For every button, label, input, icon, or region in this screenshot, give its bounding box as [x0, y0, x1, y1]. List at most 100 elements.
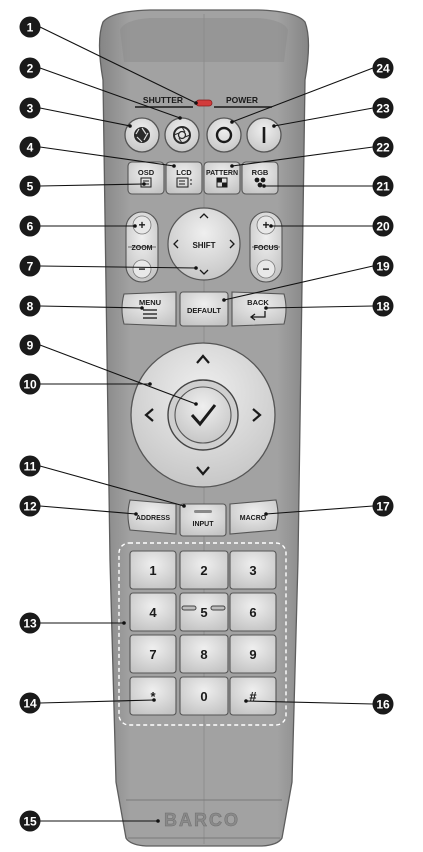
zoom-rocker: + ZOOM − — [125, 211, 159, 283]
keypad-key-8[interactable]: 8 — [179, 634, 229, 674]
callout-number: 22 — [376, 140, 390, 154]
callout-dots — [122, 101, 276, 823]
rgb-button[interactable]: RGB — [241, 161, 279, 195]
macro-label: MACRO — [240, 515, 267, 522]
callout-23: 23 — [372, 97, 394, 119]
numeric-keypad: 1 2 3 4 5 6 7 8 9 * 0 # — [129, 550, 277, 716]
callout-number: 4 — [27, 140, 34, 154]
callout-2: 2 — [19, 57, 41, 79]
callout-19: 19 — [372, 255, 394, 277]
focus-minus-button[interactable] — [256, 259, 276, 279]
back-button[interactable]: BACK — [231, 291, 287, 327]
callout-number: 18 — [376, 299, 390, 313]
keypad-key-label: 0 — [200, 689, 207, 704]
callout-number: 23 — [376, 101, 390, 115]
keypad-key-7[interactable]: 7 — [129, 634, 177, 674]
callout-9: 9 — [19, 334, 41, 356]
callout-21: 21 — [372, 175, 394, 197]
power-off-icon — [215, 126, 233, 144]
callout-13: 13 — [19, 612, 41, 634]
keypad-key-hash[interactable]: # — [229, 676, 277, 716]
rgb-dots-icon — [254, 177, 266, 188]
callout-number: 5 — [27, 179, 34, 193]
callout-number: 9 — [27, 338, 34, 352]
lcd-button[interactable]: LCD — [165, 161, 203, 195]
keypad-key-label: 9 — [249, 647, 256, 662]
keypad-key-6[interactable]: 6 — [229, 592, 277, 632]
callout-7: 7 — [19, 255, 41, 277]
shutter-open-button[interactable] — [164, 117, 200, 153]
checkmark-icon — [190, 404, 217, 427]
callout-number: 7 — [27, 259, 34, 273]
keypad-key-label: 5 — [200, 605, 207, 620]
brand-logo: BARCO — [164, 810, 240, 830]
keypad-key-1[interactable]: 1 — [129, 550, 177, 590]
macro-button[interactable]: MACRO — [229, 499, 279, 535]
lcd-label: LCD — [176, 168, 192, 177]
callout-number: 17 — [376, 499, 390, 513]
back-label: BACK — [247, 298, 269, 307]
callout-number: 6 — [27, 219, 34, 233]
zoom-minus-button[interactable] — [132, 259, 152, 279]
callout-number: 3 — [27, 101, 34, 115]
focus-label: FOCUS — [254, 245, 279, 252]
zoom-plus-button[interactable] — [132, 215, 152, 235]
input-label: INPUT — [193, 521, 215, 528]
callout-leaders — [39, 26, 374, 822]
keypad-key-label: 6 — [249, 605, 256, 620]
shift-label: SHIFT — [192, 241, 215, 250]
address-label: ADDRESS — [136, 515, 171, 522]
callout-8: 8 — [19, 295, 41, 317]
callout-24: 24 — [372, 57, 394, 79]
shutter-label: SHUTTER — [143, 95, 183, 105]
keypad-key-4[interactable]: 4 — [129, 592, 177, 632]
callout-number: 10 — [23, 377, 37, 391]
menu-button[interactable]: MENU — [121, 291, 177, 327]
callout-11: 11 — [19, 455, 41, 477]
callout-16: 16 — [372, 693, 394, 715]
callout-1: 1 — [19, 16, 41, 38]
keypad-key-9[interactable]: 9 — [229, 634, 277, 674]
shutter-close-button[interactable] — [124, 117, 160, 153]
keypad-key-0[interactable]: 0 — [179, 676, 229, 716]
default-button[interactable]: DEFAULT — [179, 291, 229, 327]
zoom-minus-label: − — [138, 262, 145, 276]
callout-number: 14 — [23, 696, 37, 710]
callout-3: 3 — [19, 97, 41, 119]
keypad-key-label: 2 — [200, 563, 207, 578]
keypad-key-star[interactable]: * — [129, 676, 177, 716]
pattern-button[interactable]: PATTERN — [203, 161, 241, 195]
rgb-label: RGB — [252, 168, 269, 177]
shift-right-icon — [229, 239, 235, 249]
callout-number: 8 — [27, 299, 34, 313]
zoom-label: ZOOM — [132, 245, 153, 252]
osd-button[interactable]: OSD — [127, 161, 165, 195]
keypad-key-label: 4 — [149, 605, 157, 620]
callout-number: 15 — [23, 814, 37, 828]
callout-number: 1 — [27, 20, 34, 34]
input-button[interactable]: INPUT — [179, 503, 227, 537]
callout-15: 15 — [19, 810, 41, 832]
callout-14: 14 — [19, 692, 41, 714]
power-off-button[interactable] — [206, 117, 242, 153]
keypad-key-2[interactable]: 2 — [179, 550, 229, 590]
ok-button[interactable] — [167, 379, 239, 451]
shift-pad[interactable]: SHIFT — [167, 207, 241, 281]
callout-number: 16 — [376, 697, 390, 711]
callout-number: 12 — [23, 499, 37, 513]
focus-plus-label: + — [262, 218, 269, 232]
zoom-plus-label: + — [138, 218, 145, 232]
keypad-key-5[interactable]: 5 — [179, 592, 229, 632]
power-label: POWER — [226, 95, 258, 105]
callout-number: 13 — [23, 616, 37, 630]
callout-5: 5 — [19, 175, 41, 197]
power-on-button[interactable] — [246, 117, 282, 153]
pattern-label: PATTERN — [206, 170, 238, 177]
keypad-key-label: 3 — [249, 563, 256, 578]
keypad-key-label: 8 — [200, 647, 207, 662]
focus-plus-button[interactable] — [256, 215, 276, 235]
keypad-outline — [118, 542, 287, 726]
keypad-key-3[interactable]: 3 — [229, 550, 277, 590]
address-button[interactable]: ADDRESS — [127, 499, 177, 535]
